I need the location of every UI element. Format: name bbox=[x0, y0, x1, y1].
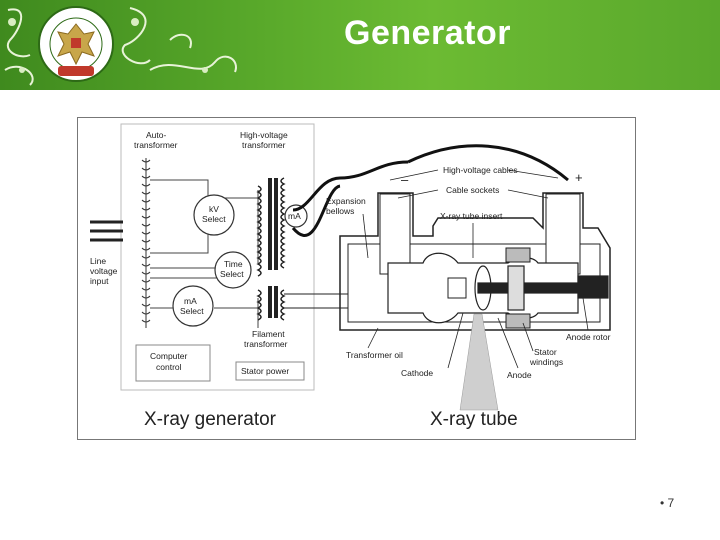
xray-beam bbox=[459, 313, 499, 411]
header-banner: Generator bbox=[0, 0, 720, 90]
stator-power-box bbox=[235, 361, 305, 381]
label-anode-rotor: Anode rotor bbox=[566, 332, 611, 342]
label-xray-generator: X-ray generator bbox=[144, 409, 277, 430]
label-hv-cables: High-voltage cables bbox=[443, 165, 518, 175]
leader-lines bbox=[362, 169, 589, 369]
label-tube-insert: X-ray tube insert bbox=[440, 211, 503, 221]
hv-cables bbox=[291, 144, 569, 237]
floral-ornament bbox=[4, 7, 237, 86]
cable-socket-left bbox=[379, 193, 411, 275]
ma-meter bbox=[284, 204, 308, 228]
bapeten-logo bbox=[38, 6, 114, 82]
hv-transformer bbox=[256, 177, 286, 277]
label-cable-sockets: Cable sockets bbox=[446, 185, 499, 195]
xray-tube-insert bbox=[387, 252, 609, 324]
label-anode: Anode bbox=[507, 370, 532, 380]
label-xray-tube: X-ray tube bbox=[430, 409, 518, 430]
label-minus: – bbox=[401, 172, 409, 187]
filament-transformer bbox=[256, 286, 348, 321]
cathode bbox=[447, 277, 467, 299]
label-stator-power: Stator power bbox=[241, 366, 289, 376]
label-transformer-oil: Transformer oil bbox=[346, 350, 403, 360]
cable-socket-right bbox=[545, 193, 581, 275]
ma-select-knob bbox=[172, 285, 214, 327]
stator-windings bbox=[505, 247, 531, 329]
auto-transformer-coil bbox=[141, 158, 151, 328]
computer-control-box bbox=[135, 344, 211, 382]
page-number: • 7 bbox=[660, 496, 675, 510]
xray-system-diagram: Auto-transformer High-voltagetransformer… bbox=[90, 123, 611, 430]
label-cathode: Cathode bbox=[401, 368, 433, 378]
kv-select-knob bbox=[193, 194, 235, 236]
label-auto-transformer: Auto-transformer bbox=[134, 130, 178, 150]
page-title: Generator bbox=[344, 14, 511, 52]
time-select-knob bbox=[214, 251, 252, 289]
tube-housing bbox=[339, 192, 611, 331]
line-input-bars bbox=[90, 220, 123, 242]
label-ma-meter: mA bbox=[288, 211, 301, 221]
label-plus: + bbox=[575, 170, 583, 185]
